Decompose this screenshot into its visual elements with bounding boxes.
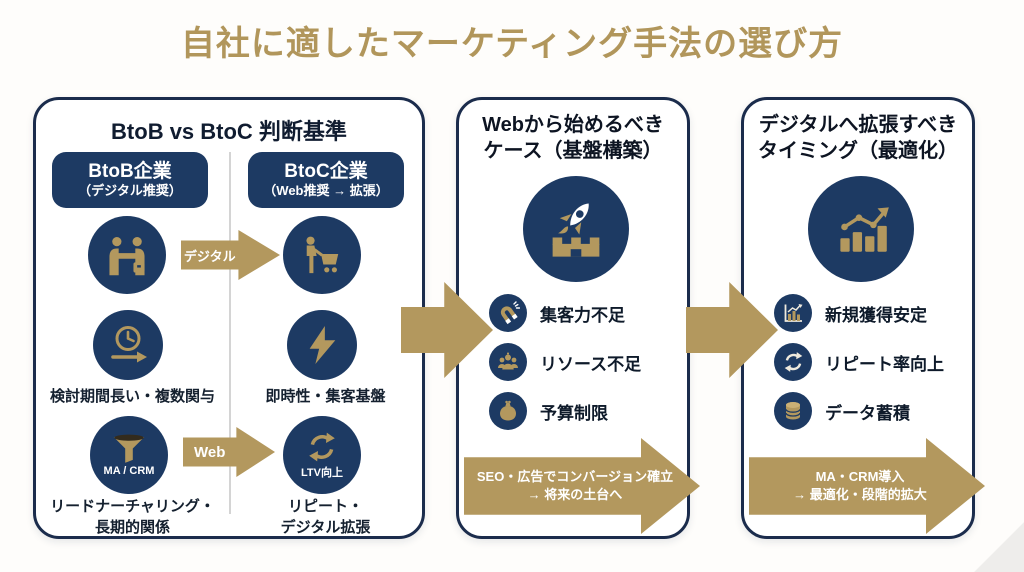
ma-crm-badge: MA / CRM	[103, 464, 155, 477]
digital-arrow-label: デジタル	[183, 248, 236, 264]
corner-watermark	[964, 520, 1024, 572]
pain-point-row: 予算制限	[489, 391, 608, 431]
bar-chart-icon	[774, 294, 812, 332]
pain-point-label: 集客力不足	[540, 305, 625, 325]
btob-criteria-2: リードナーチャリング・ 長期的関係	[50, 498, 215, 536]
signal-row: リピート率向上	[774, 342, 944, 382]
funnel-icon: MA / CRM	[90, 416, 168, 494]
signal-row: 新規獲得安定	[774, 293, 927, 333]
cart-icon	[283, 216, 361, 294]
signal-label: 新規獲得安定	[825, 305, 927, 325]
purse-icon	[489, 392, 527, 430]
pain-point-row: リソース不足	[489, 342, 641, 382]
signal-label: データ蓄積	[825, 403, 910, 423]
people-icon	[489, 343, 527, 381]
growth-chart-icon	[808, 176, 914, 282]
pain-point-label: リソース不足	[540, 354, 642, 374]
web-arrow-label: Web	[193, 443, 226, 461]
panel-start-with-web: Webから始めるべき ケース（基盤構築）	[456, 97, 700, 539]
btoc-sublabel: （Web推奨 → 拡張）	[263, 183, 389, 198]
panel3-title: デジタルへ拡張すべき タイミング（最適化）	[758, 114, 958, 162]
btob-label: BtoB企業	[88, 161, 172, 182]
handshake-icon	[88, 216, 166, 294]
panel2-outcome-arrow: SEO・広告でコンバージョン確立 → 将来の土台へ	[464, 438, 700, 534]
ltv-badge: LTV向上	[301, 466, 343, 479]
btoc-criteria-2: リピート・ デジタル拡張	[280, 498, 371, 536]
panel3-outcome-arrow: MA・CRM導入 → 最適化・段階的拡大	[749, 438, 985, 534]
panel-btob-vs-btoc: BtoB vs BtoC 判断基準 BtoB企業 （デジタル推奨） BtoC企業…	[33, 97, 425, 539]
signal-label: リピート率向上	[825, 354, 944, 374]
panel-expand-to-digital: デジタルへ拡張すべき タイミング（最適化）	[741, 97, 985, 539]
pain-point-label: 予算制限	[540, 403, 608, 423]
cycle-icon	[774, 343, 812, 381]
rocket-launch-icon	[523, 176, 629, 282]
signal-row: データ蓄積	[774, 391, 910, 431]
btob-header-pill: BtoB企業 （デジタル推奨）	[52, 152, 208, 208]
btob-sublabel: （デジタル推奨）	[78, 183, 182, 198]
btoc-header-pill: BtoC企業 （Web推奨 → 拡張）	[248, 152, 404, 208]
btoc-criteria-1: 即時性・集客基盤	[265, 388, 386, 405]
btoc-label: BtoC企業	[284, 161, 368, 182]
lightning-icon	[287, 310, 357, 380]
panel1-title: BtoB vs BtoC 判断基準	[111, 119, 347, 144]
page-title: 自社に適したマーケティング手法の選び方	[180, 25, 844, 63]
column-divider	[229, 152, 231, 514]
clock-arrow-icon	[93, 310, 163, 380]
cycle-icon: LTV向上	[283, 416, 361, 494]
btob-criteria-1: 検討期間長い・複数関与	[49, 388, 215, 405]
pain-point-row: 集客力不足	[489, 293, 625, 333]
database-icon	[774, 392, 812, 430]
magnet-icon	[489, 294, 527, 332]
panel2-title: Webから始めるべき ケース（基盤構築）	[482, 114, 664, 162]
